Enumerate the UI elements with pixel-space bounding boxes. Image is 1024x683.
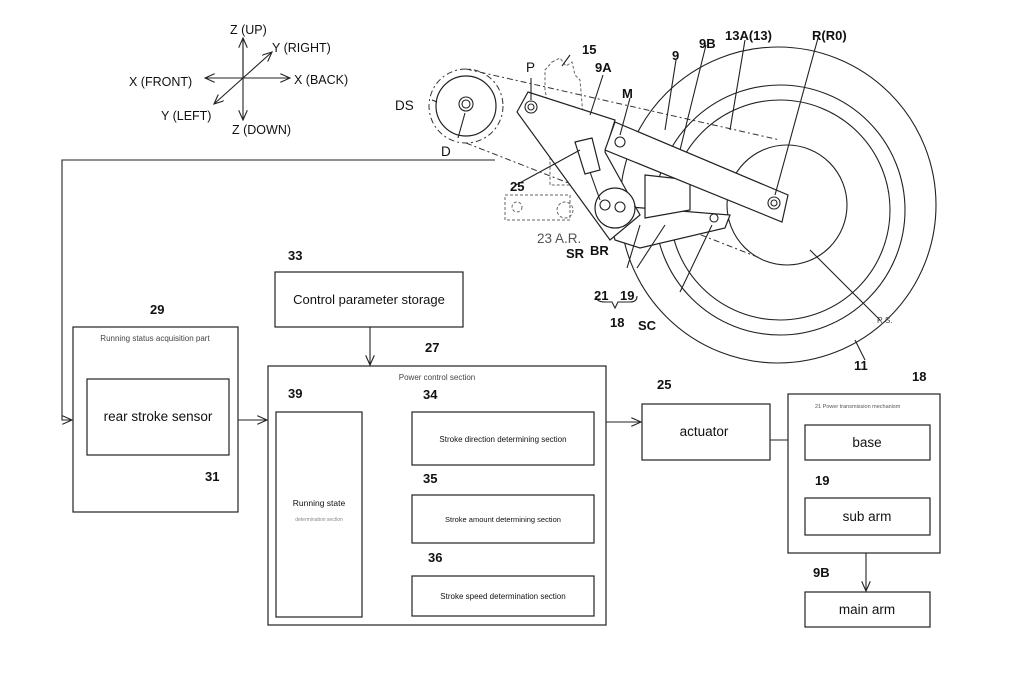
actuator-label: actuator — [680, 424, 729, 439]
sensor-label: rear stroke sensor — [104, 409, 213, 424]
ref-29: 29 — [150, 302, 164, 317]
axis-indicator: Z (UP) Y (RIGHT) X (FRONT) X (BACK) Y (L… — [129, 23, 348, 137]
ref-36: 36 — [428, 550, 442, 565]
swing-arm-drawing: DS D P 15 9A M 9 9B 13A(13) R(R0) 25 23 … — [395, 28, 936, 373]
power-transmission-block: 18 21 Power transmission mechanism base … — [788, 369, 940, 553]
axis-z-down: Z (DOWN) — [232, 123, 291, 137]
label-11: 11 — [854, 358, 868, 373]
main-arm-label: main arm — [839, 602, 895, 617]
axis-y-right: Y (RIGHT) — [272, 41, 331, 55]
control-parameter-storage-block: 33 Control parameter storage — [275, 248, 463, 327]
ref-9b: 9B — [813, 565, 830, 580]
power-control-title: Power control section — [399, 373, 475, 382]
running-state-sub: determination section — [295, 517, 343, 523]
label-ar: 23 A.R. — [537, 231, 581, 246]
axis-x-back: X (BACK) — [294, 73, 348, 87]
label-d: D — [441, 144, 451, 159]
label-19: 19 — [620, 288, 634, 303]
sub-arm-label: sub arm — [843, 509, 892, 524]
acquisition-title: Running status acquisition part — [100, 334, 210, 343]
drive-sprocket — [436, 76, 496, 136]
ref-31: 31 — [205, 469, 219, 484]
running-status-acquisition-block: 29 Running status acquisition part rear … — [73, 302, 238, 512]
storage-label: Control parameter storage — [293, 292, 445, 307]
ref-34: 34 — [423, 387, 438, 402]
axis-y-left: Y (LEFT) — [161, 109, 211, 123]
label-sc: SC — [638, 318, 657, 333]
ref-18: 18 — [912, 369, 926, 384]
main-arm-block: 9B main arm — [805, 565, 930, 627]
ref-25: 25 — [657, 377, 671, 392]
label-ds: DS — [395, 98, 414, 113]
label-13a: 13A(13) — [725, 28, 772, 43]
ref-27: 27 — [425, 340, 439, 355]
actuator-block: 25 actuator — [642, 377, 770, 460]
label-br: BR — [590, 243, 609, 258]
ref-33: 33 — [288, 248, 302, 263]
ref-39: 39 — [288, 386, 302, 401]
ref-35: 35 — [423, 471, 437, 486]
label-r: R(R0) — [812, 28, 847, 43]
label-sr: SR — [566, 246, 585, 261]
running-state-label: Running state — [293, 498, 346, 508]
power-control-section-block: 27 Power control section 39 Running stat… — [268, 340, 606, 625]
base-label: base — [852, 435, 881, 450]
label-p: P — [526, 60, 535, 75]
label-18: 18 — [610, 315, 624, 330]
label-15: 15 — [582, 42, 596, 57]
label-9b: 9B — [699, 36, 716, 51]
speed-label: Stroke speed determination section — [440, 592, 565, 601]
label-rs: R.S. — [877, 316, 893, 325]
axis-x-front: X (FRONT) — [129, 75, 192, 89]
label-m: M — [622, 86, 633, 101]
amount-label: Stroke amount determining section — [445, 515, 561, 524]
ref-19: 19 — [815, 473, 829, 488]
label-21: 21 — [594, 288, 608, 303]
label-9: 9 — [672, 48, 679, 63]
axis-z-up: Z (UP) — [230, 23, 267, 37]
label-25: 25 — [510, 179, 524, 194]
direction-label: Stroke direction determining section — [439, 435, 566, 444]
label-9a: 9A — [595, 60, 612, 75]
transmission-title: 21 Power transmission mechanism — [815, 404, 901, 410]
